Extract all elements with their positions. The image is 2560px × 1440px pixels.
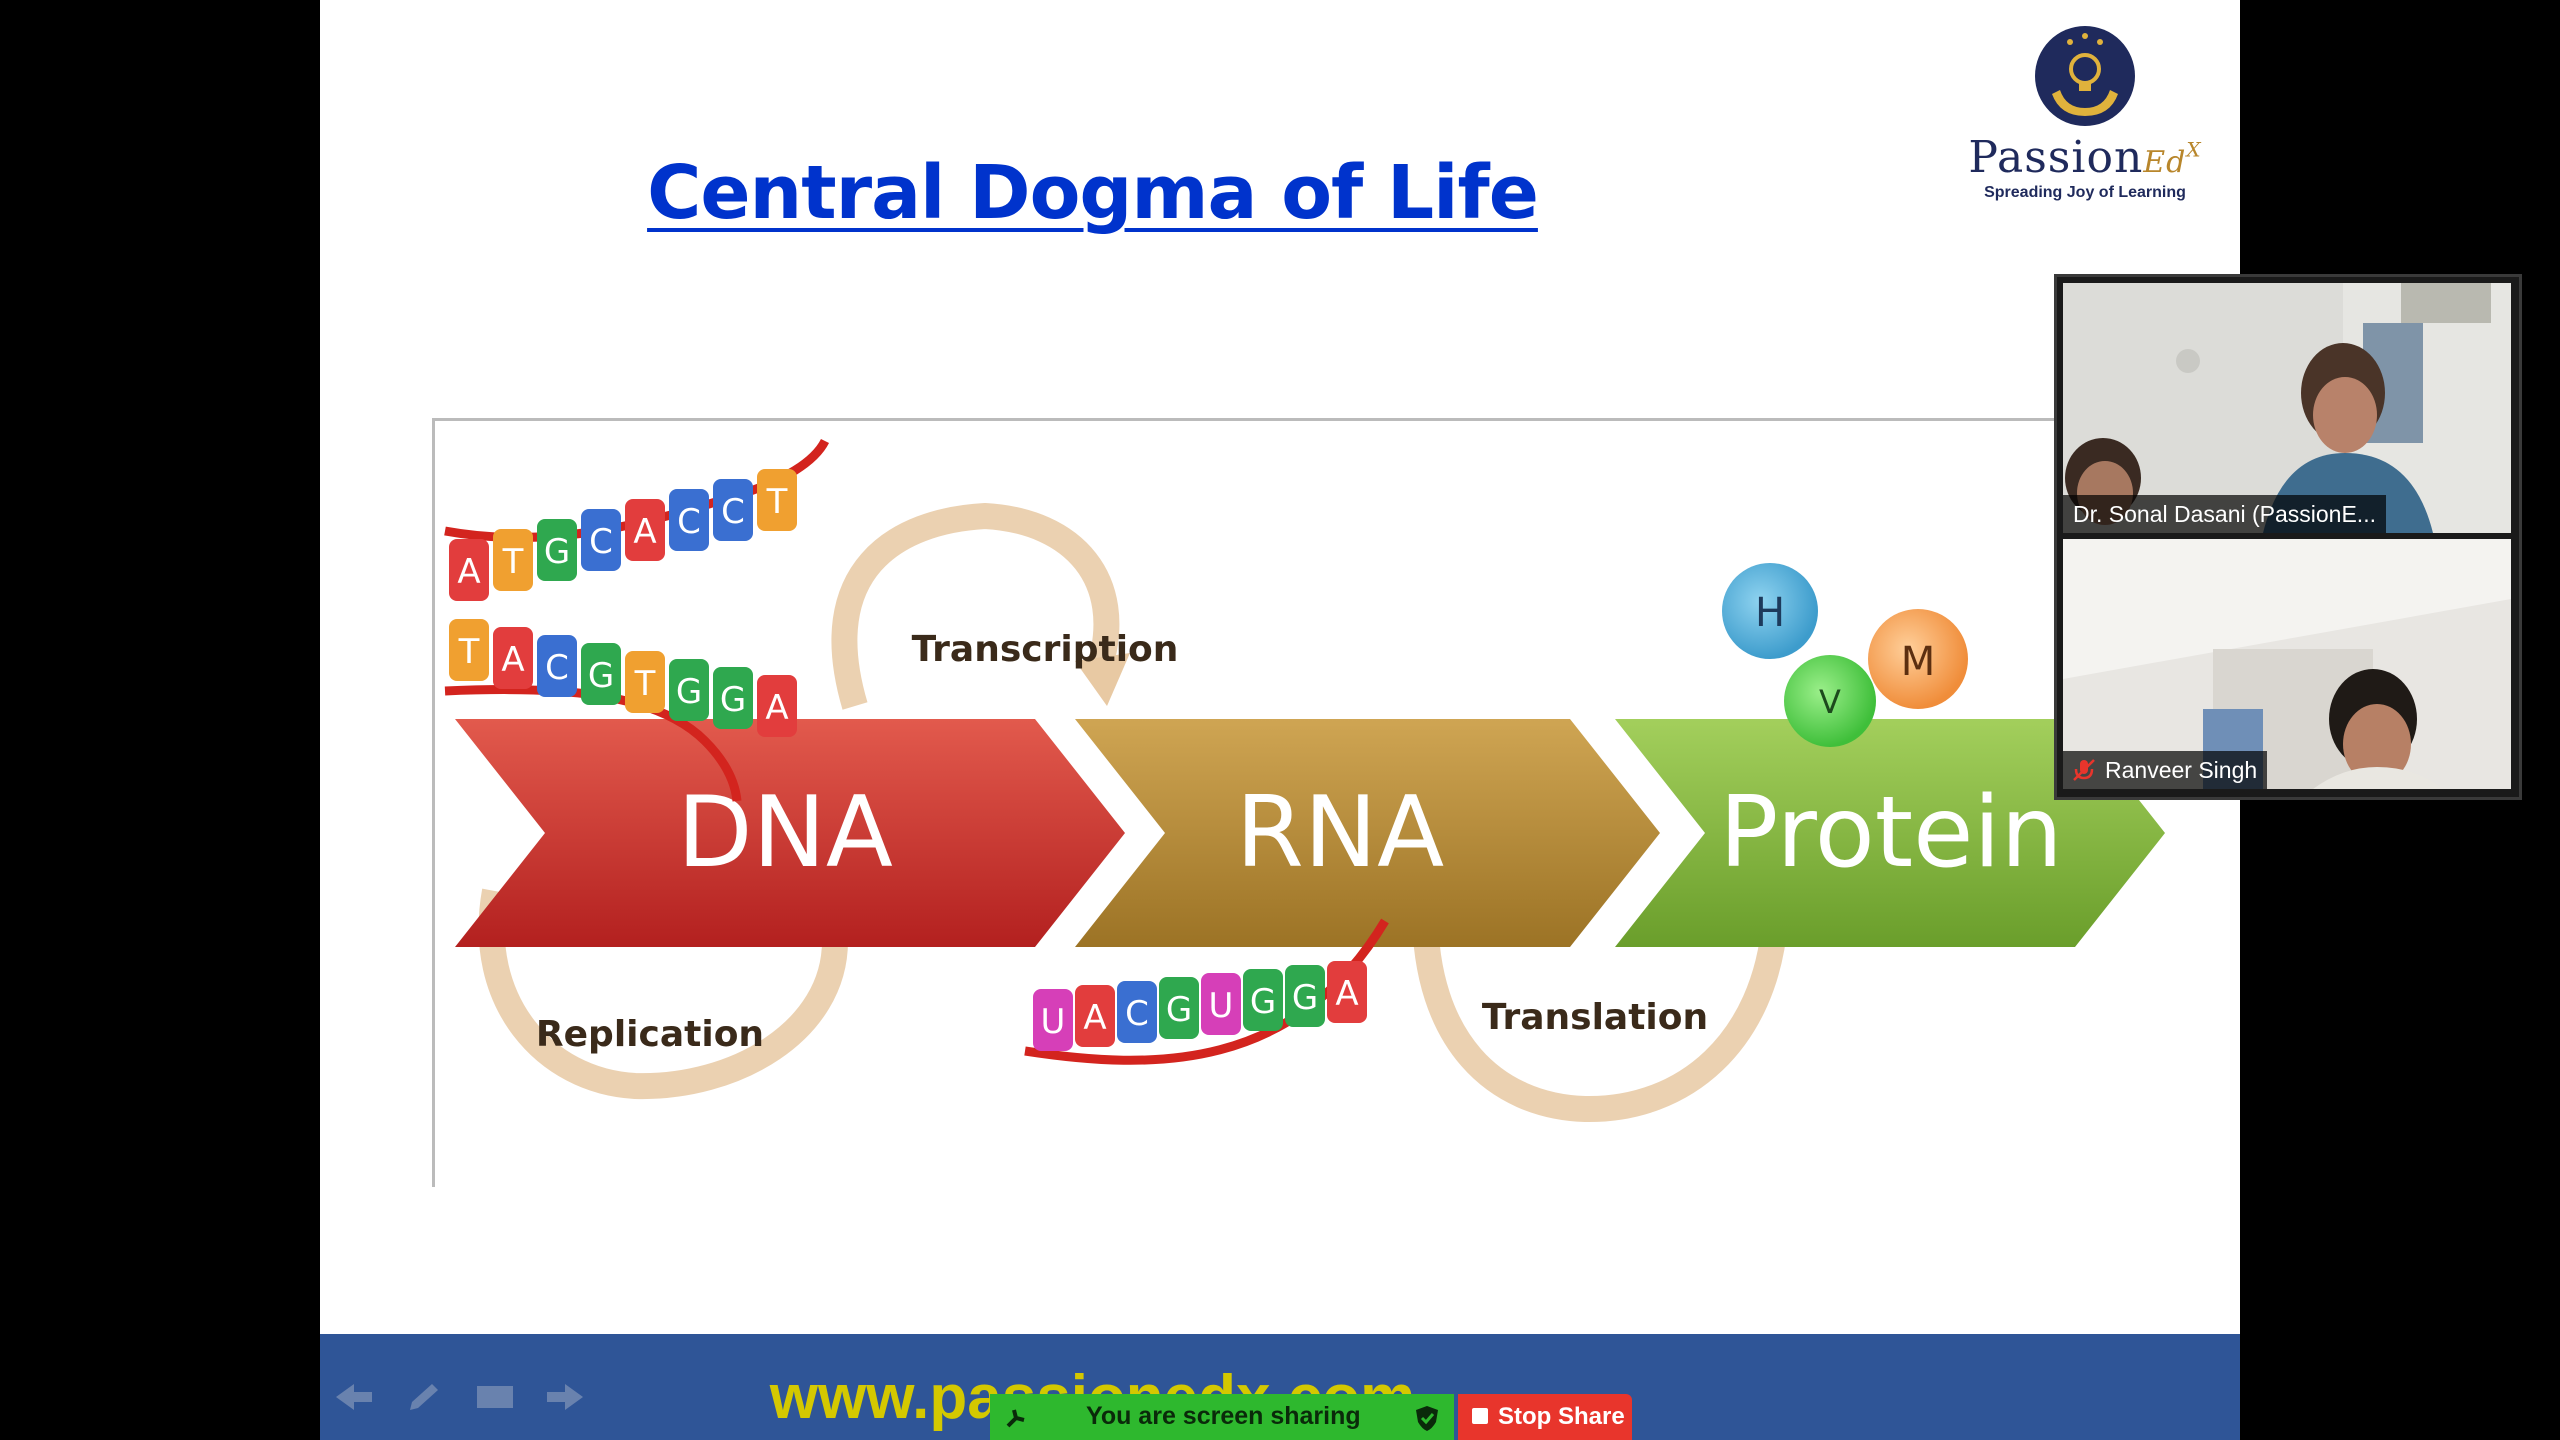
rna-label: RNA: [1236, 776, 1444, 890]
dna-top-nucleotide-block: [713, 479, 753, 541]
screen-share-toolbar: You are screen sharing Stop Share: [990, 1394, 1632, 1440]
dna-bottom-nucleotide-letter: T: [634, 664, 656, 704]
stop-share-button[interactable]: Stop Share: [1458, 1394, 1632, 1440]
molecule-h-label: H: [1755, 590, 1785, 636]
dna-bottom-nucleotide-block: [581, 643, 621, 705]
mic-muted-icon: [2073, 759, 2095, 781]
dna-label: DNA: [677, 776, 893, 890]
dna-bottom-nucleotide-letter: G: [588, 656, 614, 696]
rna-nucleotide-block: [1159, 977, 1199, 1039]
transcription-label: Transcription: [912, 629, 1179, 670]
rna-nucleotide-letter: A: [1335, 974, 1358, 1014]
sharing-status[interactable]: You are screen sharing: [990, 1394, 1454, 1440]
dna-top-nucleotide-block: [625, 499, 665, 561]
slide-menu-icon[interactable]: [473, 1380, 517, 1414]
rna-nucleotide-block: [1033, 989, 1073, 1051]
dna-bottom-nucleotide-block: [669, 659, 709, 721]
participant-name-2: Ranveer Singh: [2063, 751, 2268, 789]
rna-nucleotide-block: [1117, 981, 1157, 1043]
rna-nucleotide-letter: G: [1166, 990, 1192, 1030]
rna-nucleotide-letter: U: [1209, 986, 1234, 1026]
rna-nucleotide-letter: C: [1125, 994, 1149, 1034]
dna-top-nucleotide-block: [669, 489, 709, 551]
rna-chevron: [1075, 719, 1660, 947]
dna-bottom-nucleotide-letter: G: [676, 672, 702, 712]
dna-top-nucleotide-block: [757, 469, 797, 531]
molecule-v-label: V: [1819, 683, 1841, 721]
molecule-m: [1868, 609, 1968, 709]
stop-share-label: Stop Share: [1498, 1403, 1625, 1430]
dna-bottom-nucleotide-letter: T: [458, 632, 480, 672]
translation-label: Translation: [1482, 997, 1708, 1038]
rna-nucleotide-letter: U: [1041, 1002, 1066, 1042]
logo-wordmark: PassionEdX: [1968, 132, 2202, 183]
dna-top-nucleotide-letter: C: [677, 502, 701, 542]
video-feed-host: [2063, 283, 2511, 533]
dna-top-nucleotide-block: [493, 529, 533, 591]
replication-loop-arrow: [478, 888, 848, 1100]
video-tile-participant[interactable]: Ranveer Singh: [2063, 539, 2511, 789]
logo-tagline: Spreading Joy of Learning: [1984, 184, 2186, 201]
drag-handle-icon[interactable]: [1004, 1404, 1030, 1430]
rna-nucleotide-block: [1201, 973, 1241, 1035]
passionedx-logo: PassionEdX Spreading Joy of Learning: [1960, 24, 2230, 204]
dna-bottom-nucleotide-block: [625, 651, 665, 713]
dna-top-nucleotide-letter: T: [502, 542, 524, 582]
dna-chevron: [455, 719, 1125, 947]
rna-nucleotide-block: [1243, 969, 1283, 1031]
participant-name-host: Dr. Sonal Dasani (PassionE...: [2063, 495, 2386, 533]
molecule-m-label: M: [1901, 639, 1936, 685]
dna-top-nucleotide-block: [537, 519, 577, 581]
shield-check-icon: [1416, 1406, 1438, 1431]
rna-nucleotide-letter: G: [1292, 978, 1318, 1018]
pen-icon[interactable]: [402, 1380, 446, 1414]
dna-top-nucleotide-letter: A: [457, 552, 480, 592]
protein-chevron: [1615, 719, 2165, 947]
dna-bottom-nucleotide-letter: G: [720, 680, 746, 720]
slide-controls: [332, 1380, 609, 1419]
central-dogma-diagram: DNA RNA Protein Transcription Replicatio…: [432, 418, 2165, 1187]
presentation-slide: Central Dogma of Life PassionEdX Spreadi…: [320, 0, 2240, 1440]
logo-emblem-icon: [2035, 26, 2135, 126]
dna-top-nucleotide-letter: C: [589, 522, 613, 562]
protein-label: Protein: [1719, 776, 2063, 890]
next-slide-icon[interactable]: [543, 1380, 587, 1414]
rna-nucleotide-letter: A: [1083, 998, 1106, 1038]
dna-top-nucleotide-letter: T: [766, 482, 788, 522]
dna-bottom-nucleotide-block: [713, 667, 753, 729]
molecule-h: [1722, 563, 1818, 659]
dna-top-nucleotide-block: [581, 509, 621, 571]
rna-nucleotide-block: [1075, 985, 1115, 1047]
slide-title: Central Dogma of Life: [647, 150, 1539, 236]
video-tile-host[interactable]: Dr. Sonal Dasani (PassionE...: [2063, 283, 2511, 533]
transcription-arrowhead: [1075, 653, 1130, 706]
dna-bottom-nucleotide-letter: A: [765, 688, 788, 728]
dna-top-nucleotide-letter: C: [721, 492, 745, 532]
dna-bottom-nucleotide-block: [449, 619, 489, 681]
transcription-loop-arrow: [831, 502, 1120, 710]
dna-top-nucleotide-block: [449, 539, 489, 601]
stop-icon: [1472, 1408, 1488, 1424]
sharing-status-text: You are screen sharing: [1086, 1402, 1361, 1430]
participant-video-panel[interactable]: Dr. Sonal Dasani (PassionE... Ranveer Si…: [2054, 274, 2522, 800]
dna-bottom-nucleotide-letter: A: [501, 640, 524, 680]
dna-top-nucleotide-letter: G: [544, 532, 570, 572]
replication-label: Replication: [536, 1014, 764, 1055]
dna-top-nucleotide-letter: A: [633, 512, 656, 552]
previous-slide-icon[interactable]: [332, 1380, 376, 1414]
dna-bottom-nucleotide-block: [493, 627, 533, 689]
dna-bottom-nucleotide-block: [537, 635, 577, 697]
dna-bottom-nucleotide-letter: C: [545, 648, 569, 688]
rna-nucleotide-letter: G: [1250, 982, 1276, 1022]
participant-name-text: Ranveer Singh: [2105, 757, 2258, 783]
dna-bottom-nucleotide-block: [757, 675, 797, 737]
rna-nucleotide-block: [1327, 961, 1367, 1023]
rna-nucleotide-block: [1285, 965, 1325, 1027]
molecule-v: [1784, 655, 1876, 747]
translation-loop-arrow: [1412, 910, 1788, 1123]
